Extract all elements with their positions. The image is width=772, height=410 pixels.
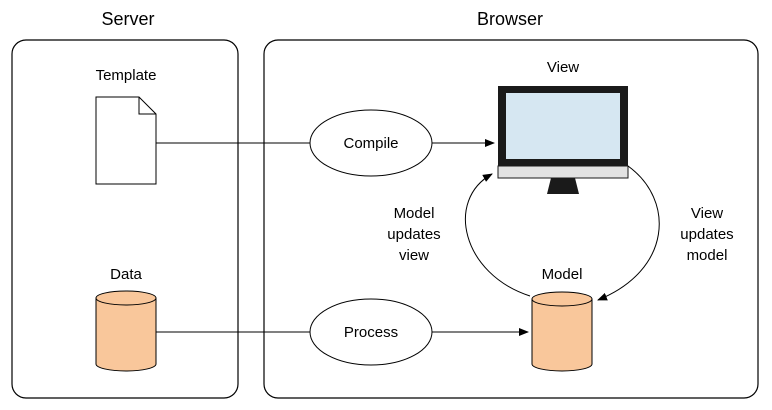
svg-text:View: View — [691, 205, 723, 222]
data-label: Data — [110, 266, 142, 283]
svg-text:model: model — [687, 247, 728, 264]
data-cylinder-icon — [95, 290, 157, 372]
document-icon — [95, 96, 157, 185]
template-label: Template — [96, 67, 157, 84]
browser-title: Browser — [477, 9, 543, 29]
view-label: View — [547, 59, 579, 76]
process-label: Process — [344, 324, 398, 341]
compile-label: Compile — [343, 135, 398, 152]
browser-container — [263, 39, 759, 399]
server-title: Server — [101, 9, 154, 29]
view-updates-model-arrow — [597, 165, 660, 301]
model-updates-view-annotation: Model updates view — [387, 205, 440, 264]
model-cylinder-icon — [531, 291, 593, 372]
view-updates-model-annotation: View updates model — [680, 205, 733, 264]
server-container — [11, 39, 239, 399]
model-label: Model — [542, 266, 583, 283]
svg-text:updates: updates — [387, 226, 440, 243]
monitor-icon — [497, 86, 629, 194]
svg-text:updates: updates — [680, 226, 733, 243]
svg-text:view: view — [399, 247, 429, 264]
model-updates-view-arrow — [464, 173, 531, 297]
svg-text:Model: Model — [394, 205, 435, 222]
